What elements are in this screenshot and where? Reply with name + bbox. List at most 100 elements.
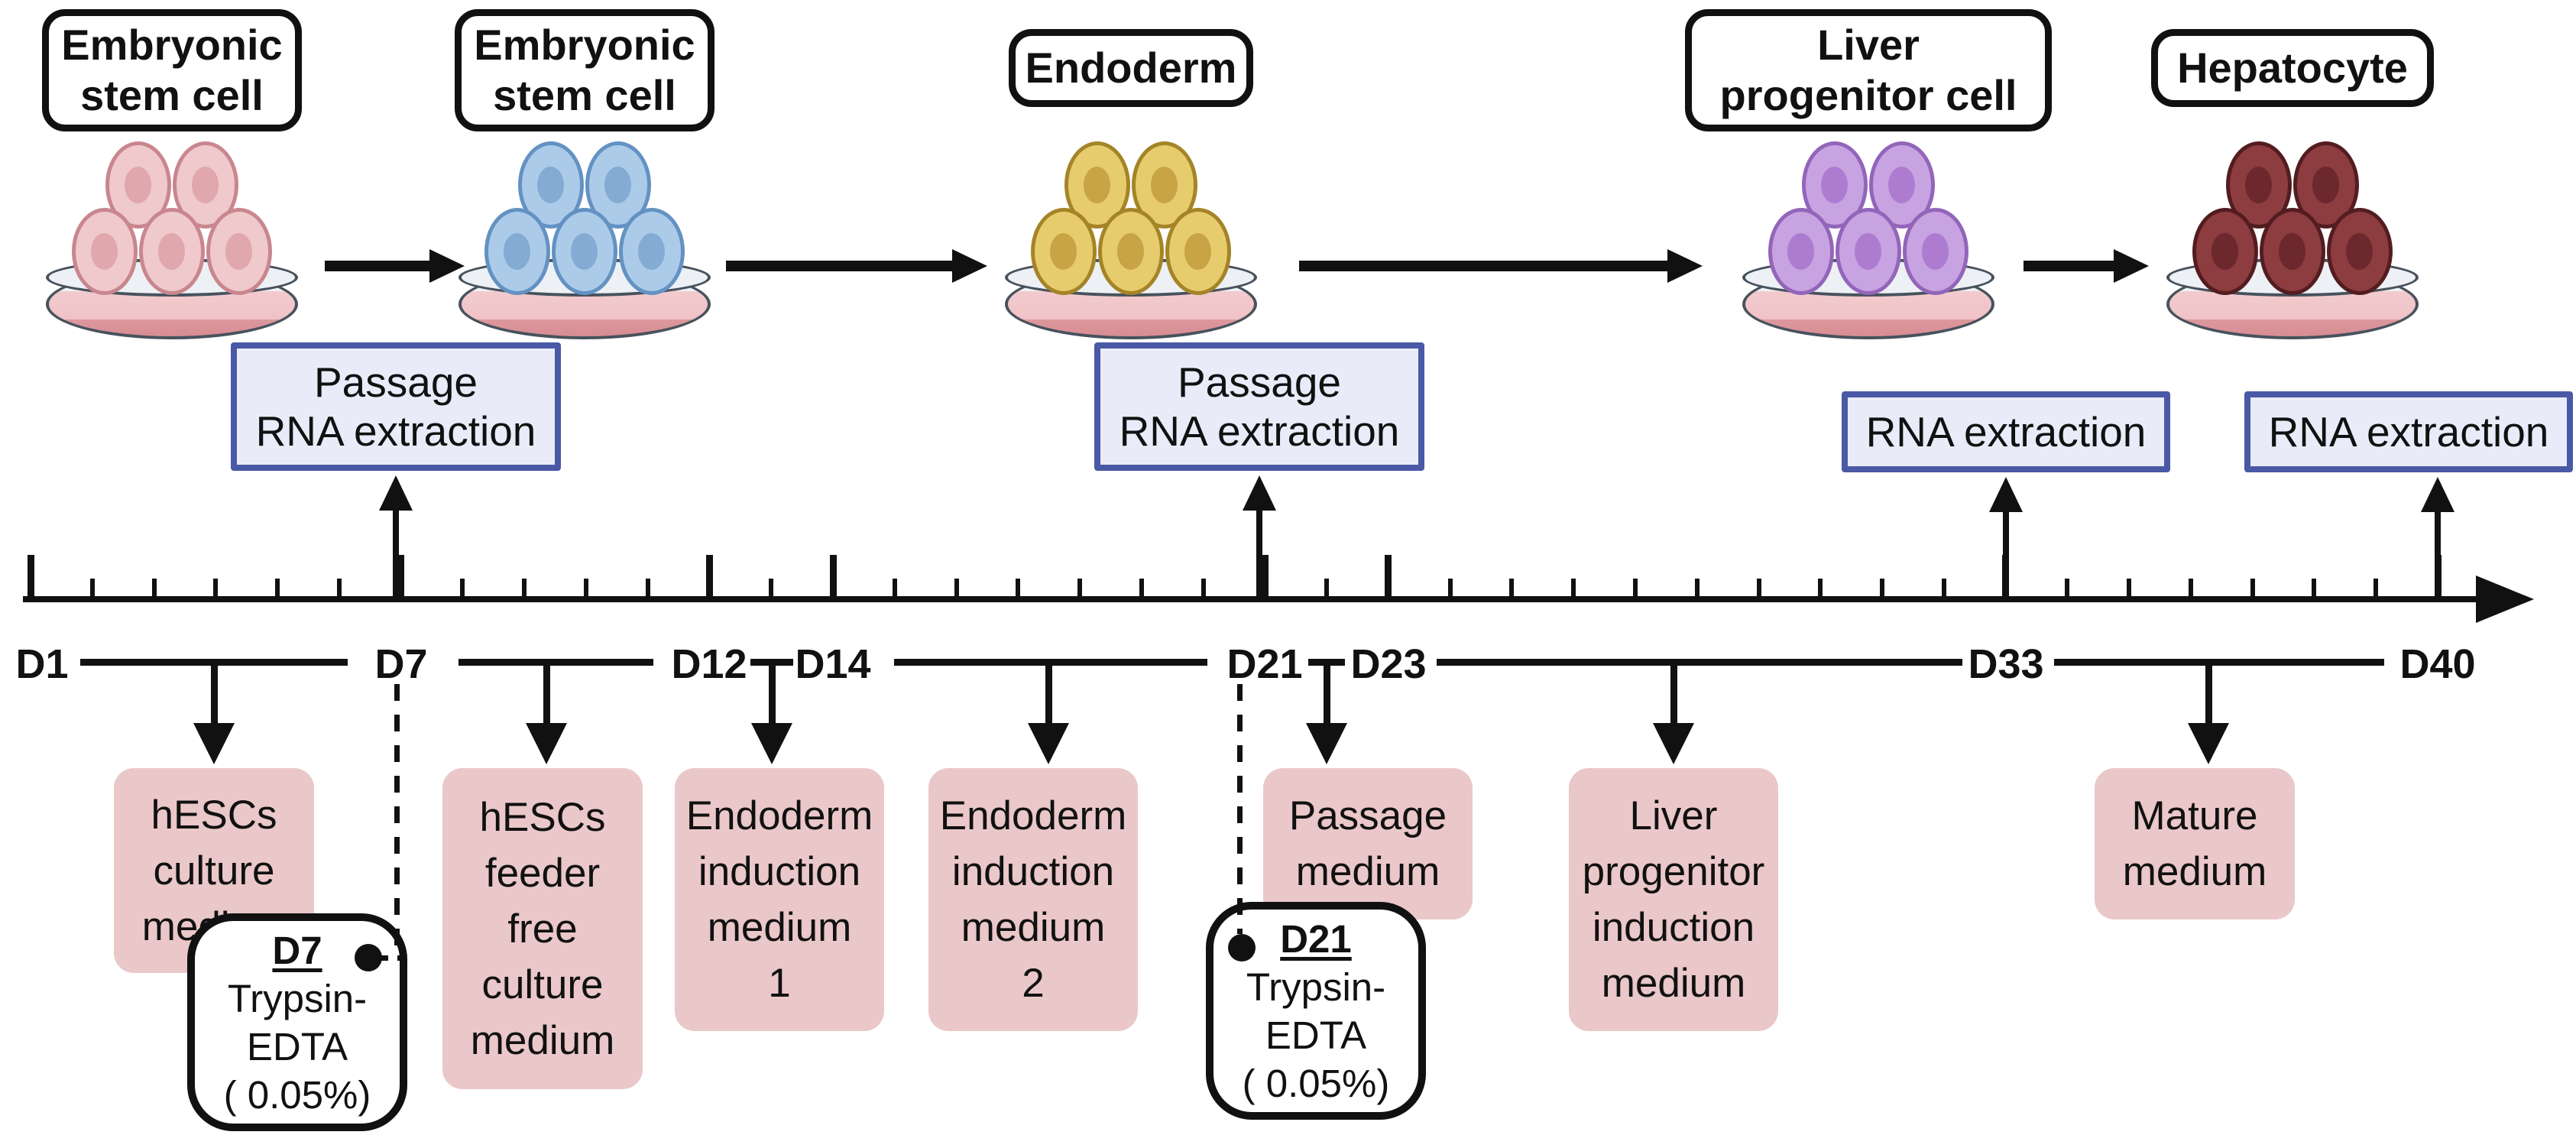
timeline-minor-tick bbox=[1941, 579, 1946, 599]
flow-arrow-shaft bbox=[325, 261, 434, 271]
down-arrow-shaft bbox=[768, 663, 776, 726]
medium-box-line: medium bbox=[1295, 849, 1440, 894]
stage-label-line: Liver bbox=[1817, 21, 1920, 69]
cell-nucleus bbox=[2211, 233, 2238, 270]
timeline-minor-tick bbox=[1016, 579, 1021, 599]
down-arrow-icon bbox=[2188, 723, 2229, 764]
sample-event-line: RNA extraction bbox=[1119, 407, 1400, 455]
interval-bracket-line bbox=[458, 659, 653, 666]
timeline-minor-tick bbox=[460, 579, 465, 599]
medium-box-line: Endoderm bbox=[939, 793, 1127, 838]
stage-label-line: Embryonic bbox=[474, 21, 695, 69]
timeline-major-tick bbox=[397, 555, 405, 599]
cell-nucleus bbox=[225, 233, 252, 270]
medium-box-line: 2 bbox=[1022, 961, 1045, 1006]
cell-nucleus bbox=[2345, 233, 2373, 270]
cell-nucleus bbox=[124, 167, 151, 203]
timeline-minor-tick bbox=[2373, 579, 2379, 599]
timeline-minor-tick bbox=[2065, 579, 2070, 599]
flow-arrow-icon bbox=[2114, 249, 2149, 283]
timeline-minor-tick bbox=[1509, 579, 1515, 599]
medium-box-line: Passage bbox=[1288, 793, 1447, 838]
cell-nucleus bbox=[503, 233, 530, 270]
pink-cell bbox=[206, 208, 272, 295]
down-arrow-icon bbox=[1306, 723, 1347, 764]
cell-nucleus bbox=[2244, 167, 2272, 203]
trypsin-line: ( 0.05%) bbox=[223, 1072, 371, 1117]
up-arrow-shaft bbox=[2003, 506, 2009, 596]
cell-nucleus bbox=[1150, 167, 1178, 203]
flow-arrow-icon bbox=[429, 249, 465, 283]
timeline-minor-tick bbox=[522, 579, 527, 599]
timeline-minor-tick bbox=[1139, 579, 1144, 599]
medium-box-line: medium bbox=[961, 905, 1106, 950]
cell-nucleus bbox=[604, 167, 631, 203]
purple-cell bbox=[1836, 208, 1901, 295]
down-arrow-shaft bbox=[2205, 663, 2212, 726]
yellow-cell bbox=[1031, 208, 1097, 295]
interval-bracket-line bbox=[750, 659, 793, 666]
medium-box-line: medium bbox=[707, 905, 852, 950]
down-arrow-icon bbox=[1653, 723, 1694, 764]
timeline-minor-tick bbox=[1201, 579, 1206, 599]
medium-box-line: hESCs bbox=[151, 792, 277, 838]
medium-box-line: feeder bbox=[484, 850, 601, 896]
cell-nucleus bbox=[90, 233, 118, 270]
cell-nucleus bbox=[1887, 167, 1915, 203]
day-label-d21: D21 bbox=[1226, 641, 1303, 687]
blue-cell bbox=[484, 208, 550, 295]
medium-box: Passage medium bbox=[1263, 768, 1473, 919]
day-label-d33: D33 bbox=[1968, 641, 2044, 687]
interval-bracket-line bbox=[2054, 659, 2384, 666]
maroon-cell bbox=[2327, 208, 2393, 295]
timeline-major-tick bbox=[705, 555, 713, 599]
stage-label-line: stem cell bbox=[80, 71, 264, 119]
timeline-minor-tick bbox=[1818, 579, 1823, 599]
down-arrow-shaft bbox=[1045, 663, 1052, 726]
timeline-major-tick bbox=[27, 555, 34, 599]
medium-box-line: free bbox=[507, 906, 578, 952]
down-arrow-icon bbox=[193, 723, 235, 764]
medium-box-line: medium bbox=[470, 1017, 615, 1063]
timeline-minor-tick bbox=[583, 579, 588, 599]
timeline-minor-tick bbox=[213, 579, 219, 599]
yellow-cell bbox=[1165, 208, 1231, 295]
stage-label-line: stem cell bbox=[493, 71, 676, 119]
cell-nucleus bbox=[637, 233, 665, 270]
stage-label-box-hepatocyte: Hepatocyte bbox=[2151, 29, 2434, 107]
sample-event-line: Passage bbox=[1177, 358, 1342, 406]
down-arrow-icon bbox=[751, 723, 792, 764]
timeline-major-tick bbox=[1385, 555, 1392, 599]
timeline-minor-tick bbox=[645, 579, 650, 599]
medium-box-line: Liver bbox=[1629, 793, 1718, 838]
medium-box-line: culture bbox=[153, 848, 275, 893]
timeline-minor-tick bbox=[954, 579, 959, 599]
trypsin-line: EDTA bbox=[246, 1024, 348, 1069]
timeline-arrowhead-icon bbox=[2476, 576, 2534, 623]
medium-box-line: induction bbox=[1592, 905, 1755, 950]
timeline-major-tick bbox=[1261, 555, 1269, 599]
timeline-minor-tick bbox=[1571, 579, 1576, 599]
medium-box-line: medium bbox=[2122, 849, 2267, 894]
bullet-dot bbox=[1228, 934, 1256, 962]
cell-nucleus bbox=[1083, 167, 1110, 203]
pink-cell bbox=[72, 208, 138, 295]
medium-box-line: progenitor bbox=[1582, 849, 1765, 894]
cell-nucleus bbox=[157, 233, 185, 270]
flow-arrow-shaft bbox=[1299, 261, 1672, 271]
timeline-minor-tick bbox=[2312, 579, 2317, 599]
cell-nucleus bbox=[2278, 233, 2305, 270]
maroon-cell bbox=[2192, 208, 2258, 295]
timeline-minor-tick bbox=[1756, 579, 1761, 599]
flow-arrow-shaft bbox=[726, 261, 957, 271]
yellow-cell bbox=[1098, 208, 1164, 295]
timeline-minor-tick bbox=[89, 579, 95, 599]
down-arrow-shaft bbox=[1670, 663, 1677, 726]
